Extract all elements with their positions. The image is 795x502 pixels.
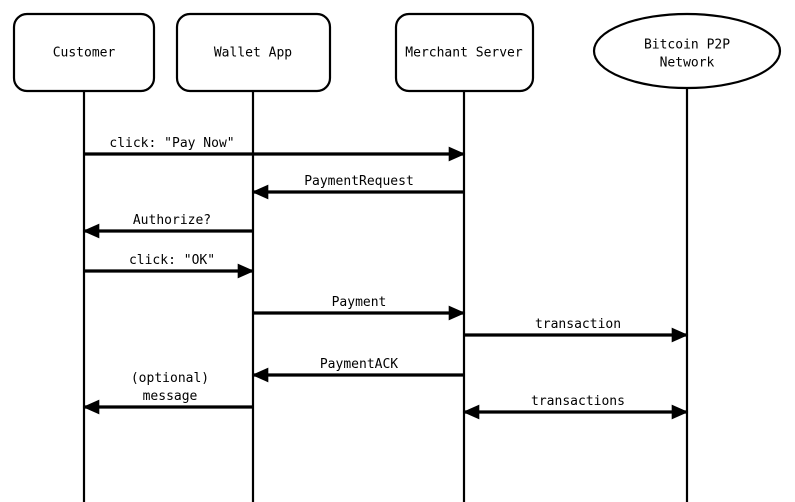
participant-merchant-server[interactable]: Merchant Server: [394, 12, 535, 93]
message-label-line1: (optional): [131, 371, 209, 386]
message-click-ok[interactable]: click: "OK": [84, 253, 255, 279]
wallet-app-label: Wallet App: [214, 46, 292, 61]
wallet-app-box[interactable]: [175, 12, 332, 93]
message-payment-ack[interactable]: PaymentACK: [251, 357, 464, 383]
message-label: click: "OK": [129, 253, 215, 268]
merchant-server-box[interactable]: [394, 12, 535, 93]
bitcoin-network-label-line1: Bitcoin P2P: [644, 38, 730, 53]
participant-customer[interactable]: Customer: [12, 12, 156, 93]
customer-label: Customer: [53, 46, 116, 61]
message-label: PaymentRequest: [304, 174, 414, 189]
customer-box[interactable]: [12, 12, 156, 93]
message-optional-message[interactable]: (optional) message: [82, 371, 253, 415]
message-label: Authorize?: [133, 213, 211, 228]
message-transaction[interactable]: transaction: [464, 317, 689, 343]
bitcoin-network-ellipse[interactable]: [592, 12, 782, 90]
message-payment[interactable]: Payment: [253, 295, 466, 321]
message-label: transactions: [531, 394, 625, 409]
message-label-line2: message: [143, 389, 198, 404]
message-click-pay-now[interactable]: click: "Pay Now": [84, 136, 466, 162]
message-label: click: "Pay Now": [109, 136, 234, 151]
message-payment-request[interactable]: PaymentRequest: [251, 174, 464, 200]
message-transactions[interactable]: transactions: [462, 394, 689, 420]
message-label: PaymentACK: [320, 357, 398, 372]
merchant-server-label: Merchant Server: [405, 46, 523, 61]
participant-wallet-app[interactable]: Wallet App: [175, 12, 332, 93]
message-authorize[interactable]: Authorize?: [82, 213, 253, 239]
participant-bitcoin-p2p-network[interactable]: Bitcoin P2P Network: [592, 12, 782, 90]
bitcoin-network-label-line2: Network: [660, 56, 715, 71]
message-label: Payment: [332, 295, 387, 310]
message-label: transaction: [535, 317, 621, 332]
